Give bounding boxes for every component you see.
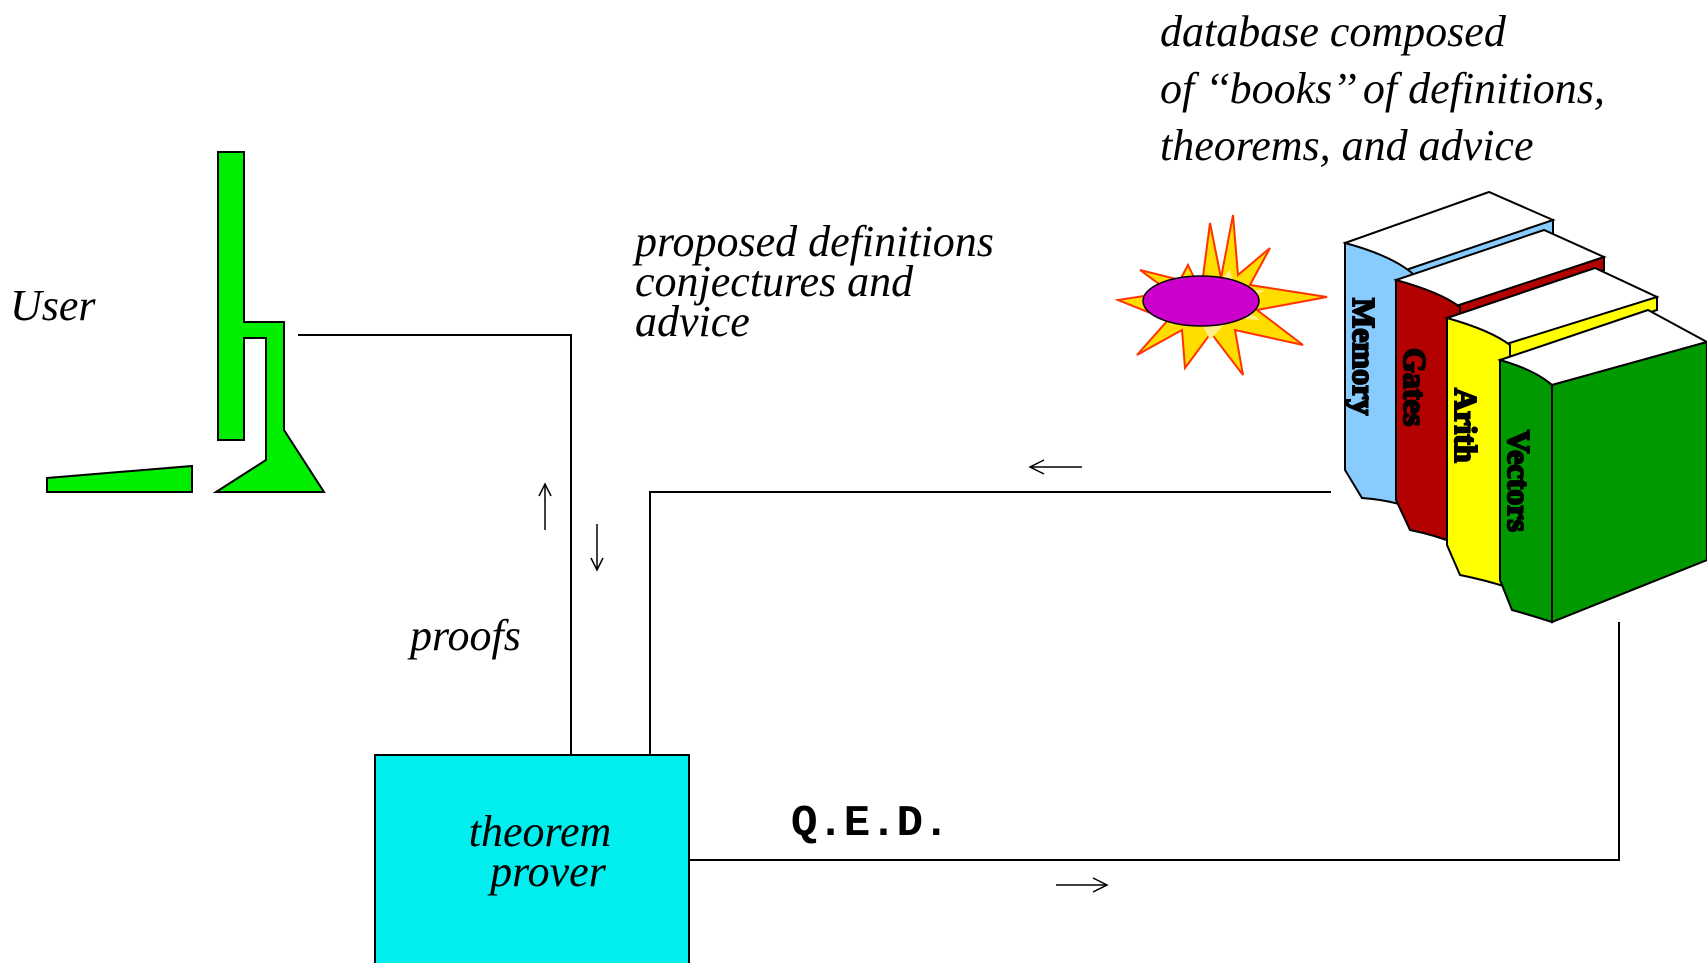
prover-label-line2: prover [487,847,607,896]
book-gates-label: Gates [1397,348,1433,426]
starburst-icon [1114,214,1328,376]
arrow-up-icon [538,482,552,530]
database-label-line1: database composed [1160,7,1507,56]
book-vectors: Vectors [1497,308,1707,624]
book-gates: Gates [1393,228,1607,547]
proposed-label-line3: advice [635,297,750,346]
database-label-line2: of ‘‘books’’ of definitions, [1160,64,1605,113]
arrow-left-icon [1028,459,1082,475]
user-to-prover-line [298,334,572,755]
user-keyboard-shape [46,464,193,493]
proposed-label-line1: proposed definitions [632,217,994,266]
starburst-core [1142,275,1260,327]
book-arith: Arith [1444,266,1660,590]
book-arith-label: Arith [1448,388,1484,463]
book-vectors-label: Vectors [1501,430,1537,532]
theorem-prover-box [374,754,690,963]
book-memory-label: Memory [1346,298,1382,415]
user-label: User [10,281,96,330]
database-to-prover-line [649,491,1331,755]
proposed-label-line2: conjectures and [635,257,914,306]
book-vectors-cover [1551,340,1707,624]
prover-to-database-line [690,622,1620,861]
computer-user-icon [46,151,326,493]
user-monitor-shape [212,151,326,493]
book-stack: Memory Gates Arith Vectors [1342,190,1707,624]
arrow-down-icon [590,524,604,572]
proofs-label: proofs [407,611,521,660]
database-label-line3: theorems, and advice [1160,121,1533,170]
connection-lines [298,334,1620,861]
book-vectors-spine [1499,358,1553,624]
qed-label: Q.E.D. [791,799,949,849]
prover-label-line1: theorem [469,807,612,856]
direction-arrows [538,459,1109,893]
arrow-right-icon [1056,877,1109,893]
